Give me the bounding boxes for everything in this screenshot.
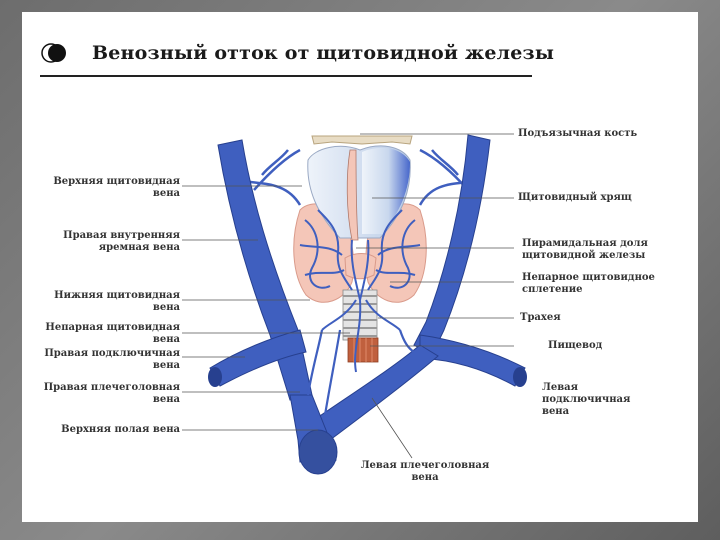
thyroid-cartilage-shade — [362, 147, 410, 234]
label-hyoid-bone: Подъязычная кость — [518, 128, 638, 139]
inferior-thyroid-veins — [306, 329, 415, 416]
right-subclavian-vein — [209, 329, 307, 387]
esophagus — [347, 337, 379, 363]
hyoid-bone — [311, 135, 413, 145]
page-title: Венозный отток от щитовидной железы — [92, 42, 555, 64]
label-esophagus: Пищевод — [548, 340, 603, 351]
pyramidal-lobe — [346, 149, 359, 241]
label-thyroid-cartilage: Щитовидный хрящ — [518, 192, 632, 203]
left-subclavian-end — [513, 367, 527, 387]
thyroid-isthmus — [344, 253, 377, 280]
left-subclavian-vein — [419, 334, 526, 387]
title-divider — [40, 75, 532, 77]
leader-lines-right — [356, 133, 514, 459]
label-superior-vena-cava: Верхняя полая вена — [61, 424, 180, 435]
bullet-icon — [41, 43, 66, 63]
leader-lines-left — [182, 185, 350, 431]
superior-vena-cava-end — [298, 429, 338, 475]
venous-plexus — [299, 209, 421, 373]
label-trachea: Трахея — [520, 312, 561, 323]
right-subclavian-end — [208, 367, 222, 387]
